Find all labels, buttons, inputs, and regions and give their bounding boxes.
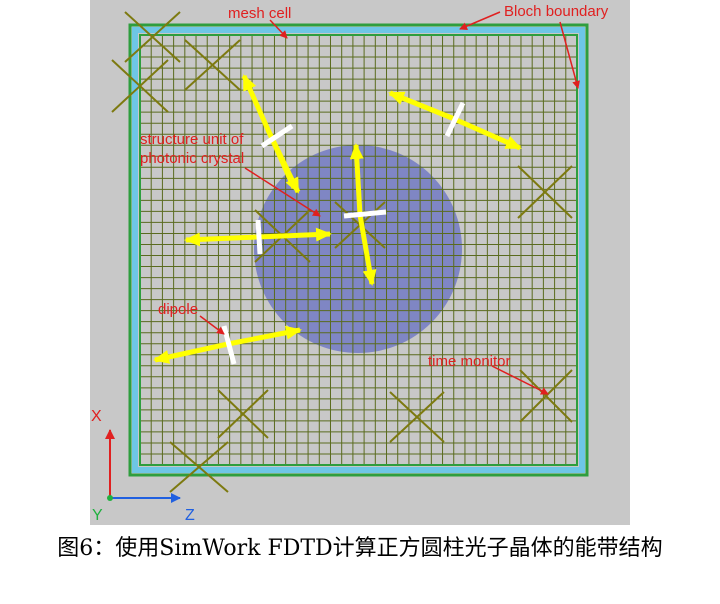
y-axis-label: Y xyxy=(92,507,103,524)
bloch-boundary-outer xyxy=(128,23,589,477)
dipole-source xyxy=(184,219,332,255)
dipole-source xyxy=(388,90,522,151)
simulation-region-border xyxy=(139,34,578,466)
fdtd-simulation-diagram: mesh cell Bloch boundary structure unit … xyxy=(90,0,630,525)
time-monitor-marker xyxy=(517,165,573,219)
mesh-cell-label: mesh cell xyxy=(228,5,291,22)
time-monitor-pointer xyxy=(491,365,549,395)
time-monitor-marker xyxy=(184,39,241,91)
structure-unit-label-line1: structure unit of xyxy=(140,131,244,148)
time-monitor-marker xyxy=(169,441,229,493)
dipoles xyxy=(153,74,522,365)
dipole-source xyxy=(241,74,301,194)
structure-unit-label-line2: photonic crystal xyxy=(140,150,244,167)
bloch-boundary-pointer-right xyxy=(559,21,581,89)
dipole-source xyxy=(343,143,387,286)
dipole-source xyxy=(153,325,302,365)
time-monitor-marker xyxy=(111,59,169,113)
y-axis-origin xyxy=(107,495,113,501)
z-axis-label: Z xyxy=(185,507,195,524)
time-monitor-marker xyxy=(217,389,269,439)
bloch-boundary-inner xyxy=(132,27,585,473)
dipole-label: dipole xyxy=(158,301,198,318)
bloch-boundary-label: Bloch boundary xyxy=(504,3,609,20)
time-monitor-marker xyxy=(519,369,573,423)
time-monitor-marker xyxy=(124,11,181,63)
x-axis-label: X xyxy=(91,408,102,425)
figure-caption: 图6：使用SimWork FDTD计算正方圆柱光子晶体的能带结构 xyxy=(57,536,663,561)
structure-unit-pointer xyxy=(244,167,321,217)
photonic-crystal-cylinder xyxy=(254,145,462,353)
bloch-boundary-pointer-top xyxy=(459,11,501,30)
callout-arrows xyxy=(199,11,581,395)
mesh-cell-pointer xyxy=(269,19,288,39)
coordinate-axes: X Z Y xyxy=(91,408,195,524)
time-monitor-label: time monitor xyxy=(428,353,511,370)
dipole-pointer xyxy=(199,315,225,335)
time-monitor-marker xyxy=(389,391,445,443)
